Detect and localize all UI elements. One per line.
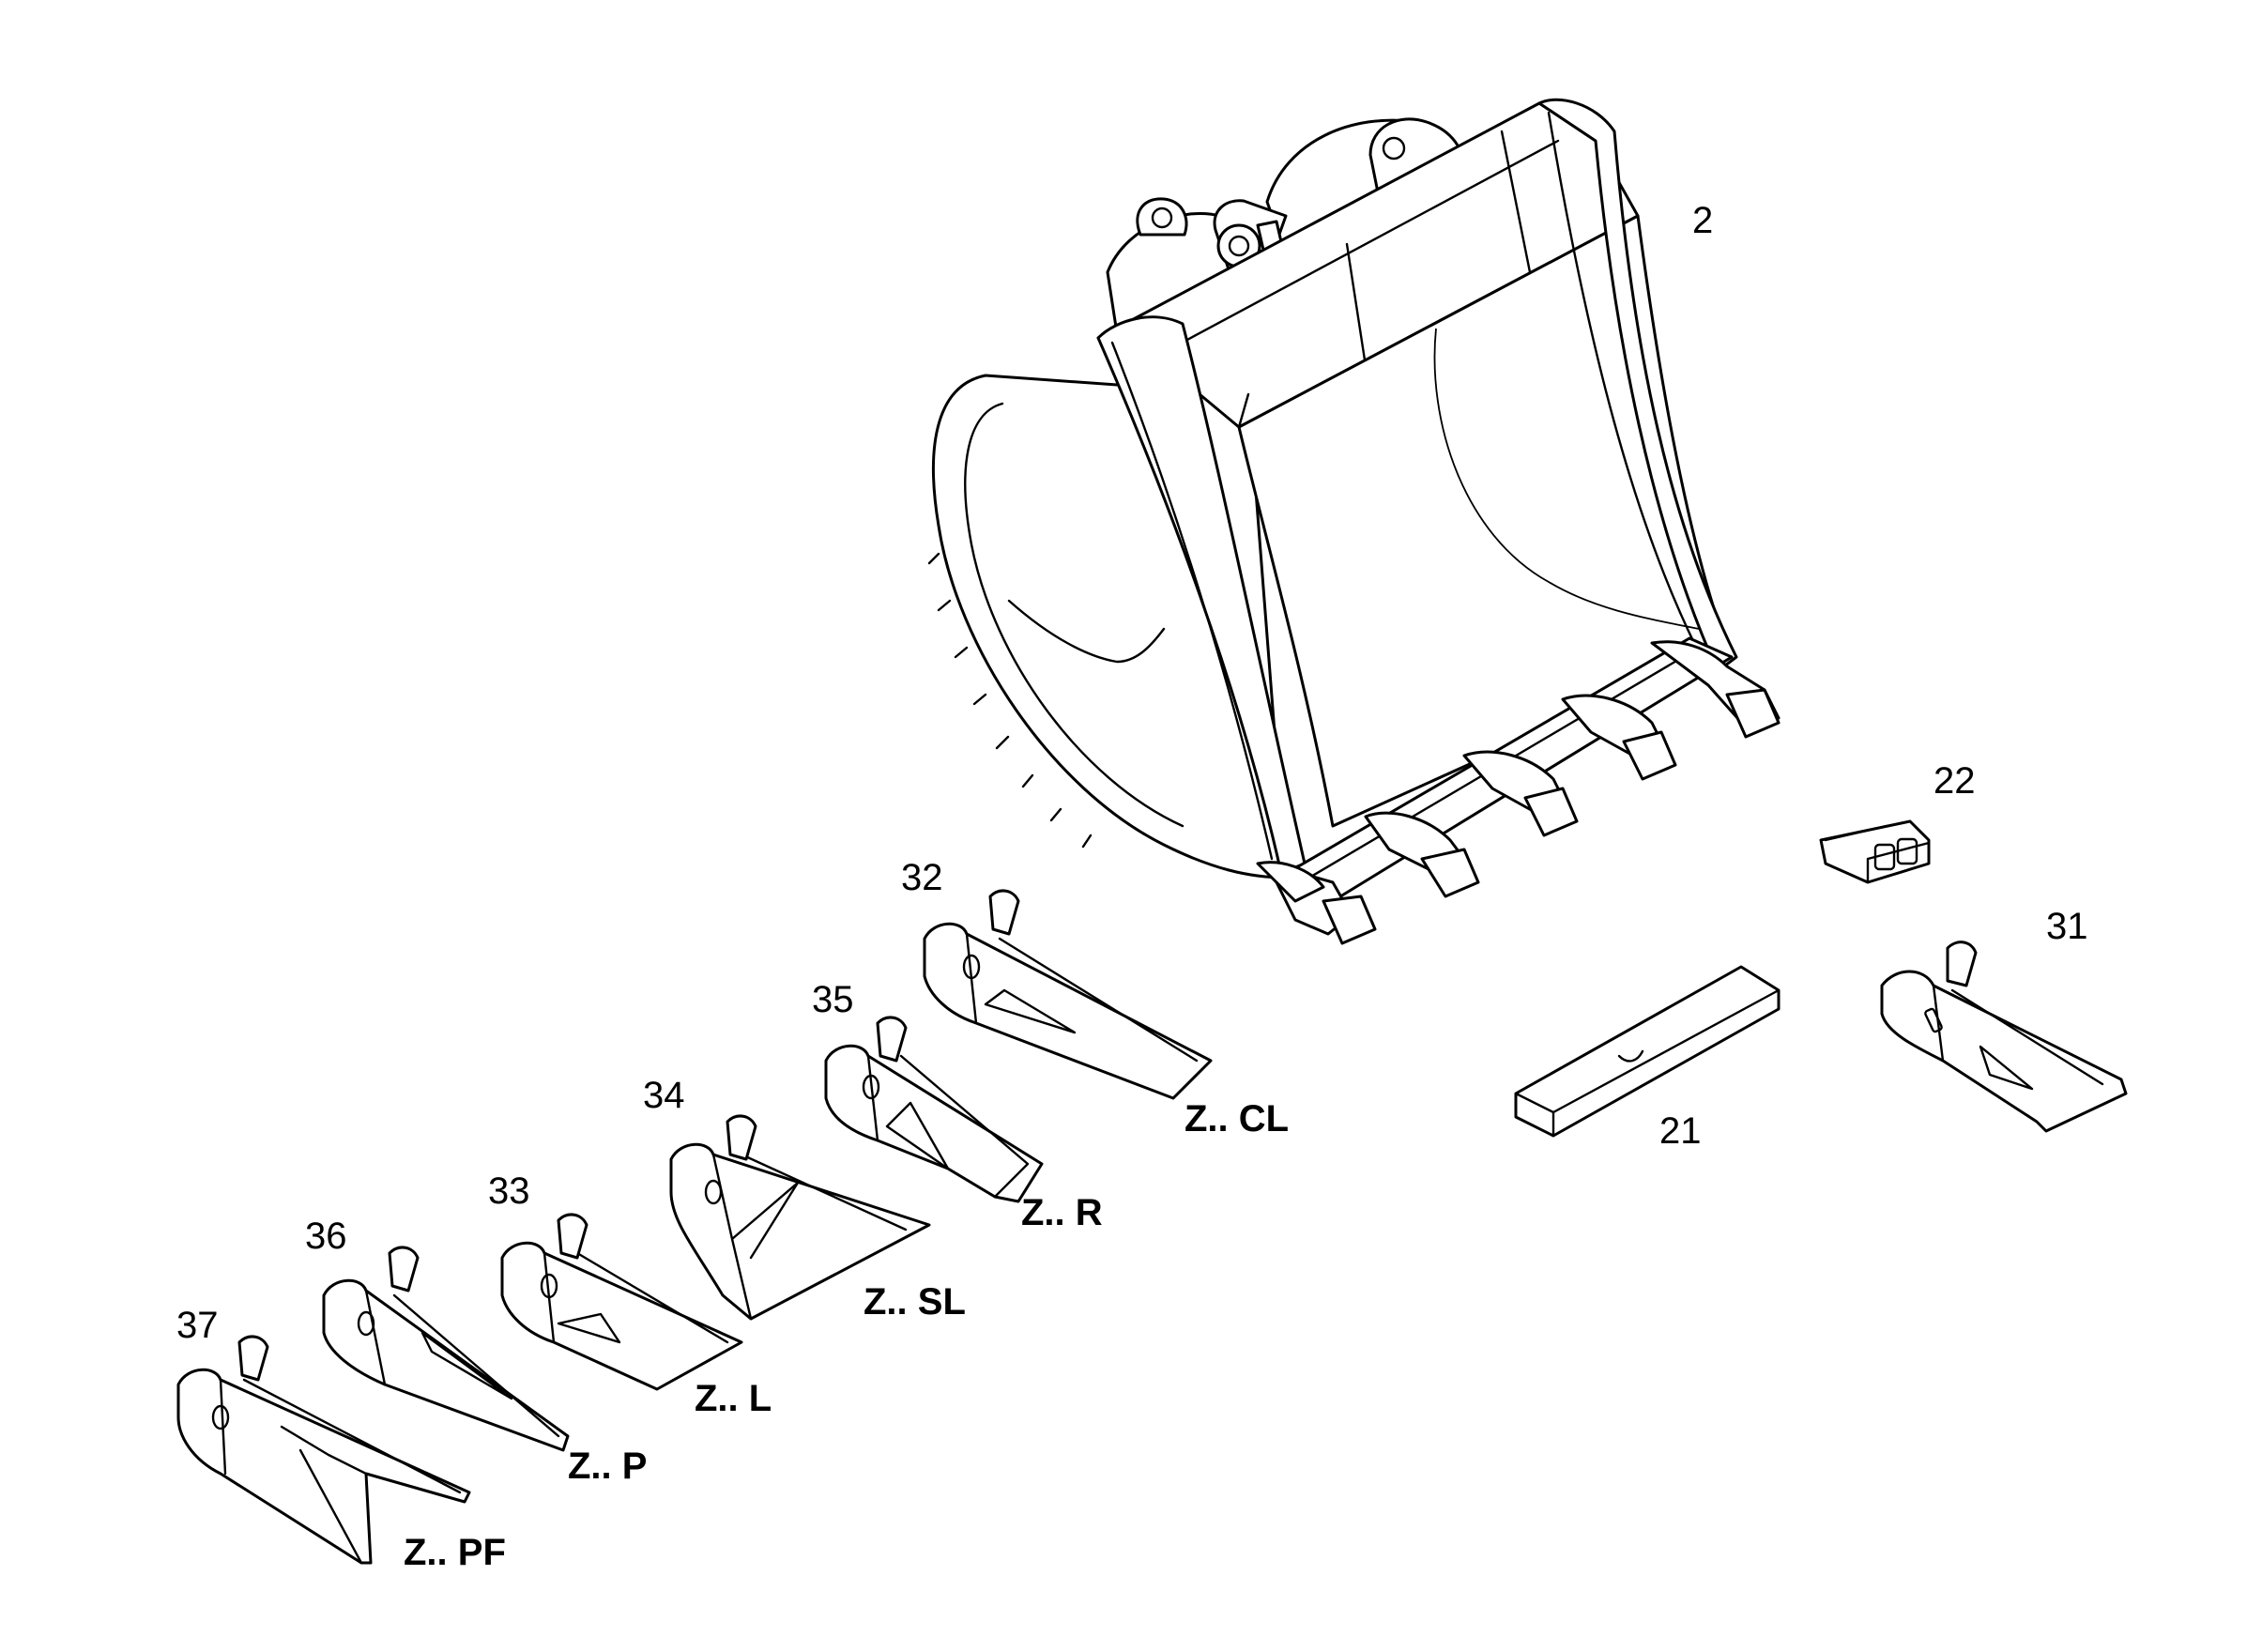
callout-31: 31 xyxy=(2046,906,2088,947)
code-pf: Z.. PF xyxy=(404,1532,506,1573)
callout-21: 21 xyxy=(1659,1110,1702,1152)
tooth-33-drawing xyxy=(500,1213,743,1391)
tooth-35-drawing xyxy=(824,1016,1044,1203)
callout-36: 36 xyxy=(305,1216,347,1257)
lock-pin-22-drawing xyxy=(1819,819,1931,884)
edge-segment-21-drawing xyxy=(1514,965,1781,1138)
callout-33: 33 xyxy=(488,1170,530,1212)
code-l: Z.. L xyxy=(695,1378,772,1419)
tooth-36-drawing xyxy=(322,1246,570,1452)
tooth-32-drawing xyxy=(923,889,1213,1100)
callout-37: 37 xyxy=(176,1305,219,1346)
code-sl: Z.. SL xyxy=(864,1281,966,1323)
code-cl: Z.. CL xyxy=(1184,1098,1289,1140)
tooth-31-drawing xyxy=(1880,941,2128,1133)
bucket-drawing xyxy=(927,98,1781,945)
code-p: Z.. P xyxy=(568,1446,647,1487)
callout-2: 2 xyxy=(1692,200,1713,241)
callout-32: 32 xyxy=(901,857,943,898)
code-r: Z.. R xyxy=(1021,1192,1103,1233)
callout-22: 22 xyxy=(1933,760,1976,802)
tooth-34-drawing xyxy=(669,1114,931,1321)
callout-34: 34 xyxy=(643,1075,685,1116)
tooth-37-drawing xyxy=(176,1335,471,1565)
callout-35: 35 xyxy=(812,979,854,1020)
